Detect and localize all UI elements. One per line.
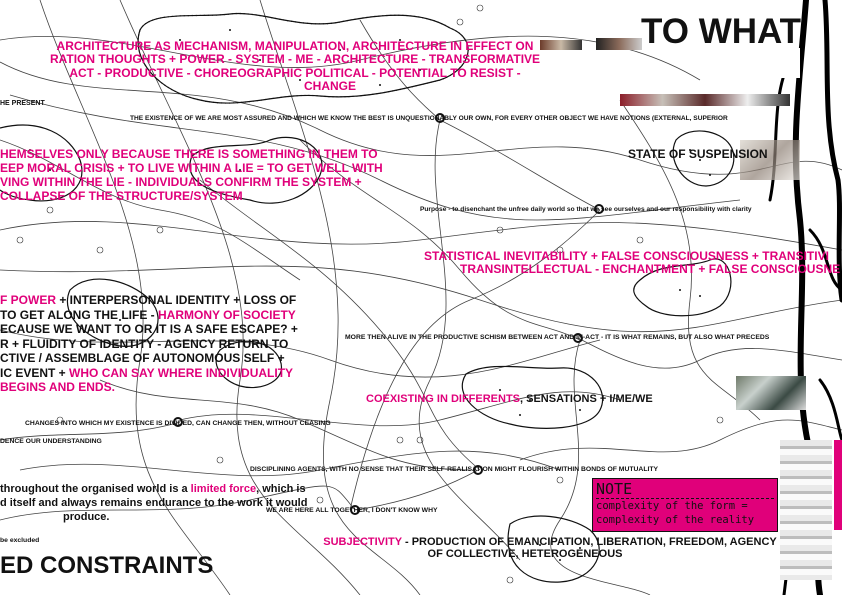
heading-line: CHANGE (303, 79, 356, 94)
coexisting-pink-text: COEXISTING IN DIFFERENTS (366, 393, 521, 405)
limited-line: produce. (63, 511, 110, 523)
heading-line: ACT - PRODUCTIVE - CHOREOGRAPHIC POLITIC… (69, 65, 521, 80)
collage-fragment (620, 94, 790, 106)
title-occluder (700, 48, 800, 78)
existence-caption: THE EXISTENCE OF WE ARE MOST ASSURED AND… (130, 115, 728, 122)
limited-black-text: throughout the organised world is a (0, 483, 191, 495)
identity-pink-text: WHO CAN SAY WHERE INDIVIDUALITY (69, 365, 294, 380)
subjectivity-black-text: - PRODUCTION OF EMANCIPATION, LIBERATION… (401, 536, 777, 548)
statistical-block: STATISTICAL INEVITABILITY + FALSE CONSCI… (424, 249, 842, 277)
identity-line: IC EVENT + WHO CAN SAY WHERE INDIVIDUALI… (0, 366, 298, 381)
note-title: NOTE (596, 481, 774, 499)
identity-pink-text: F POWER (0, 293, 56, 307)
limited-line: throughout the organised world is a limi… (0, 482, 307, 496)
identity-black-text: IC EVENT + (0, 365, 70, 380)
identity-block: F POWER + INTERPERSONAL IDENTITY + LOSS … (0, 293, 298, 395)
transcendence-caption: DENCE OUR UNDERSTANDING (0, 438, 102, 445)
moral-line: COLLAPSE OF THE STRUCTURE/SYSTEM (0, 189, 243, 203)
heading-line: RATION THOUGHTS + POWER - SYSTEM - ME - … (49, 52, 541, 67)
productive-schism-caption: MORE THEN ALIVE IN THE PRODUCTIVE SCHISM… (345, 334, 770, 341)
heading-line: ARCHITECTURE AS MECHANISM, MANIPULATION,… (56, 39, 534, 53)
collage-fragment (780, 440, 832, 580)
limited-line: d itself and always remains endurance to… (0, 497, 308, 509)
collage-fragment (540, 40, 582, 50)
note-line: complexity of the reality (596, 514, 755, 526)
identity-line: R + FLUIDITY OF IDENTITY - AGENCY RETURN… (0, 336, 289, 351)
identity-line: TO GET ALONG THE LIFE - HARMONY OF SOCIE… (0, 308, 298, 323)
coexisting-black-text: , SENSATIONS + I/ME/WE (520, 393, 653, 405)
coexisting-label: COEXISTING IN DIFFERENTS, SENSATIONS + I… (366, 393, 653, 405)
state-of-suspension-label: STATE OF SUSPENSION (628, 147, 768, 161)
identity-black-text: TO GET ALONG THE LIFE - (0, 307, 158, 322)
limited-force-block: throughout the organised world is a limi… (0, 482, 307, 524)
constraints-heading: ED CONSTRAINTS (0, 552, 214, 579)
we-are-here-caption: WE ARE HERE ALL TOGETHER, I DON'T KNOW W… (266, 507, 438, 514)
collage-fragment (736, 376, 806, 410)
architecture-heading: ARCHITECTURE AS MECHANISM, MANIPULATION,… (40, 39, 550, 94)
limited-pink-text: limited force (190, 483, 257, 495)
disciplining-caption: DISCIPLINING AGENTS, WITH NO SENSE THAT … (250, 466, 659, 473)
identity-line: BEGINS AND ENDS. (0, 380, 115, 394)
subjectivity-block: SUBJECTIVITY - PRODUCTION OF EMANCIPATIO… (300, 536, 800, 561)
changes-caption: CHANGES INTO WHICH MY EXISTENCE IS DIVID… (25, 420, 331, 427)
statistical-line: STATISTICAL INEVITABILITY + FALSE CONSCI… (424, 249, 829, 263)
moral-line: HEMSELVES ONLY BECAUSE THERE IS SOMETHIN… (0, 147, 378, 161)
identity-pink-text: HARMONY OF SOCIETY (158, 307, 296, 322)
statistical-line: TRANSINTELLECTUAL - ENCHANTMENT + FALSE … (460, 262, 841, 277)
moral-crisis-block: HEMSELVES ONLY BECAUSE THERE IS SOMETHIN… (0, 147, 383, 203)
excluded-caption: be excluded (0, 537, 40, 544)
moral-line: EEP MORAL CRISIS + TO LIVE WITHIN A LIE … (0, 161, 383, 175)
identity-line: ECAUSE WE WANT TO OR IT IS A SAFE ESCAPE… (0, 322, 298, 336)
subjectivity-line: OF COLLECTIVE, HETEROGENEOUS (427, 548, 623, 561)
identity-line: CTIVE / ASSEMBLAGE OF AUTONOMOUS SELF + (0, 351, 285, 365)
limited-black-text: , which is (256, 483, 306, 495)
identity-line: F POWER + INTERPERSONAL IDENTITY + LOSS … (0, 293, 298, 308)
note-box: NOTE complexity of the form = complexity… (592, 478, 778, 532)
collage-fragment (596, 38, 642, 50)
subjectivity-line: SUBJECTIVITY - PRODUCTION OF EMANCIPATIO… (300, 536, 800, 548)
collage-fragment (740, 140, 800, 180)
collage-fragment (834, 440, 842, 530)
page-title: TO WHAT (641, 12, 802, 51)
subjectivity-pink-text: SUBJECTIVITY (323, 536, 402, 548)
identity-black-text: + INTERPERSONAL IDENTITY + LOSS OF (56, 293, 297, 307)
moral-line: VING WITHIN THE LIE - INDIVIDUALS CONFIR… (0, 175, 362, 189)
purpose-caption: Purpose - to disenchant the unfree daily… (420, 206, 752, 213)
note-line: complexity of the form = (596, 500, 748, 512)
present-label: HE PRESENT (0, 100, 45, 107)
